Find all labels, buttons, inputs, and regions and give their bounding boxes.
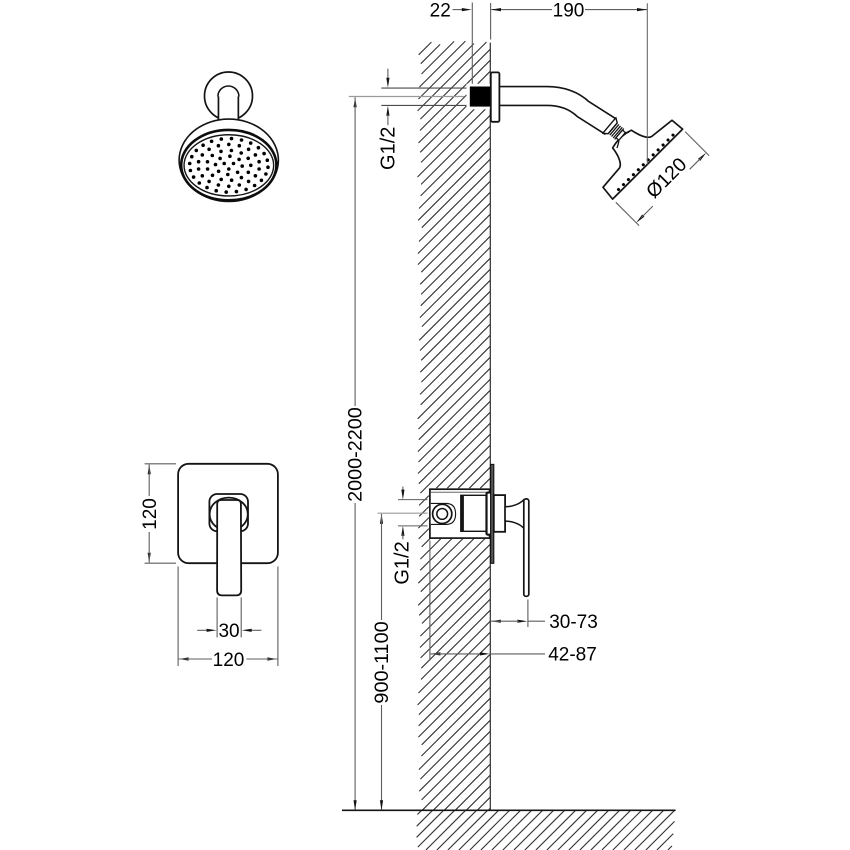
svg-text:30: 30 [218,621,239,642]
svg-text:30-73: 30-73 [549,612,598,633]
svg-text:G1/2: G1/2 [377,127,399,170]
svg-text:190: 190 [553,1,585,22]
svg-text:120: 120 [140,498,161,530]
svg-text:2000-2200: 2000-2200 [345,407,367,502]
svg-text:120: 120 [213,650,245,671]
svg-text:22: 22 [430,1,451,22]
svg-text:G1/2: G1/2 [391,541,413,584]
svg-text:42-87: 42-87 [548,645,597,666]
svg-text:900-1100: 900-1100 [371,621,393,703]
